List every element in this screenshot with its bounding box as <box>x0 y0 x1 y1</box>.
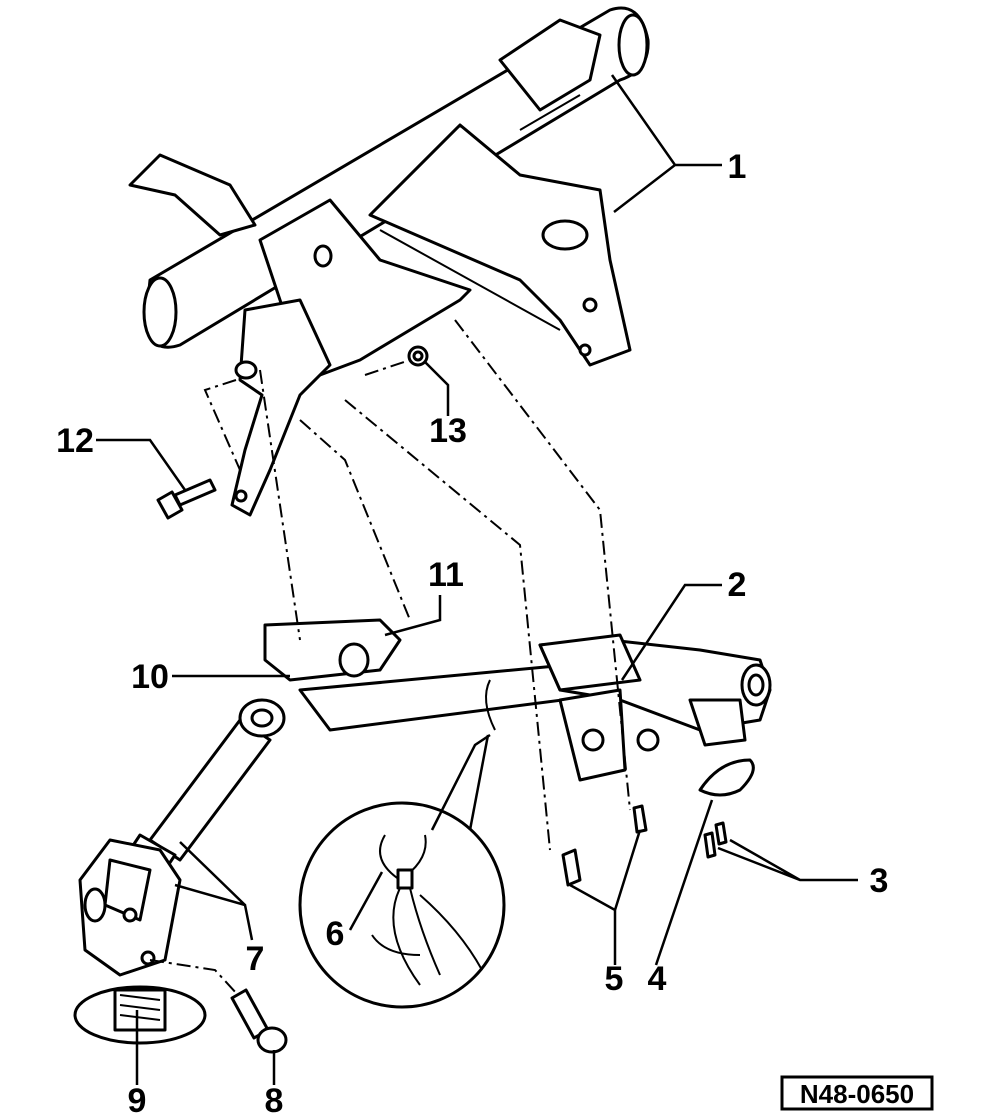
callout-8: 8 <box>265 1082 284 1116</box>
screws-3 <box>703 821 728 859</box>
callout-5: 5 <box>605 960 624 998</box>
callout-12: 12 <box>56 422 94 460</box>
callout-1: 1 <box>728 148 747 186</box>
detail-circle-clip-6 <box>298 801 506 1009</box>
figure-code-box: N48-0650 <box>780 1075 934 1111</box>
intermediate-shaft <box>78 698 286 977</box>
cross-member <box>128 6 650 517</box>
callout-11: 11 <box>428 556 464 594</box>
callout-10: 10 <box>131 658 169 696</box>
callout-9: 9 <box>128 1082 147 1116</box>
bolt-12 <box>156 478 217 520</box>
alignment-lines <box>149 319 631 996</box>
callout-6: 6 <box>326 915 345 953</box>
callout-2: 2 <box>728 566 747 604</box>
callout-7: 7 <box>246 940 265 978</box>
steering-pinion-9 <box>73 985 207 1045</box>
figure-code: N48-0650 <box>800 1079 914 1109</box>
leader-lines <box>96 74 858 1085</box>
cover-4 <box>698 758 755 797</box>
steering-column <box>263 618 772 782</box>
callout-4: 4 <box>648 960 667 998</box>
callout-13: 13 <box>429 412 467 450</box>
callout-3: 3 <box>870 862 889 900</box>
nut-13 <box>407 345 429 367</box>
bolts-5 <box>561 804 648 887</box>
bolt-8 <box>230 988 288 1054</box>
